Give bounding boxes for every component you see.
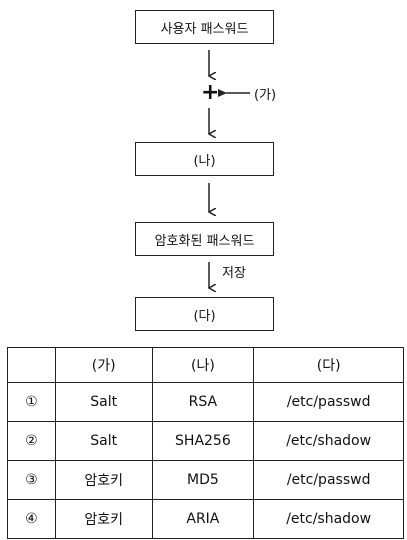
label-store: 저장 xyxy=(222,266,246,281)
cell-ga: 암호키 xyxy=(54,499,153,539)
cell-da: /etc/shadow xyxy=(253,421,404,461)
plus-operator: + xyxy=(201,80,220,105)
cell-na: ARIA xyxy=(151,499,255,539)
box-na: (나) xyxy=(135,142,274,176)
cell-na: RSA xyxy=(151,382,255,422)
encrypted-password-box: 암호화된 패스워드 xyxy=(135,222,274,256)
box-da: (다) xyxy=(135,297,274,331)
cell-na: MD5 xyxy=(151,460,255,500)
user-password-box: 사용자 패스워드 xyxy=(135,10,274,44)
table-row: ① Salt RSA /etc/passwd xyxy=(7,382,404,422)
header-cell: (다) xyxy=(253,347,404,383)
option-number: ③ xyxy=(7,460,56,500)
cell-ga: Salt xyxy=(54,382,153,422)
table-header-row: (가) (나) (다) xyxy=(7,347,404,383)
cell-da: /etc/passwd xyxy=(253,382,404,422)
table-row: ② Salt SHA256 /etc/shadow xyxy=(7,421,404,461)
header-cell: (나) xyxy=(151,347,255,383)
table-row: ③ 암호키 MD5 /etc/passwd xyxy=(7,460,404,500)
option-number: ① xyxy=(7,382,56,422)
table-row: ④ 암호키 ARIA /etc/shadow xyxy=(7,499,404,539)
option-number: ④ xyxy=(7,499,56,539)
answer-table: (가) (나) (다) ① Salt RSA /etc/passwd ② Sal… xyxy=(7,347,404,539)
cell-da: /etc/passwd xyxy=(253,460,404,500)
cell-ga: Salt xyxy=(54,421,153,461)
header-cell: (가) xyxy=(54,347,153,383)
label-ga: (가) xyxy=(254,88,277,103)
header-cell xyxy=(7,347,56,383)
option-number: ② xyxy=(7,421,56,461)
cell-na: SHA256 xyxy=(151,421,255,461)
cell-da: /etc/shadow xyxy=(253,499,404,539)
cell-ga: 암호키 xyxy=(54,460,153,500)
